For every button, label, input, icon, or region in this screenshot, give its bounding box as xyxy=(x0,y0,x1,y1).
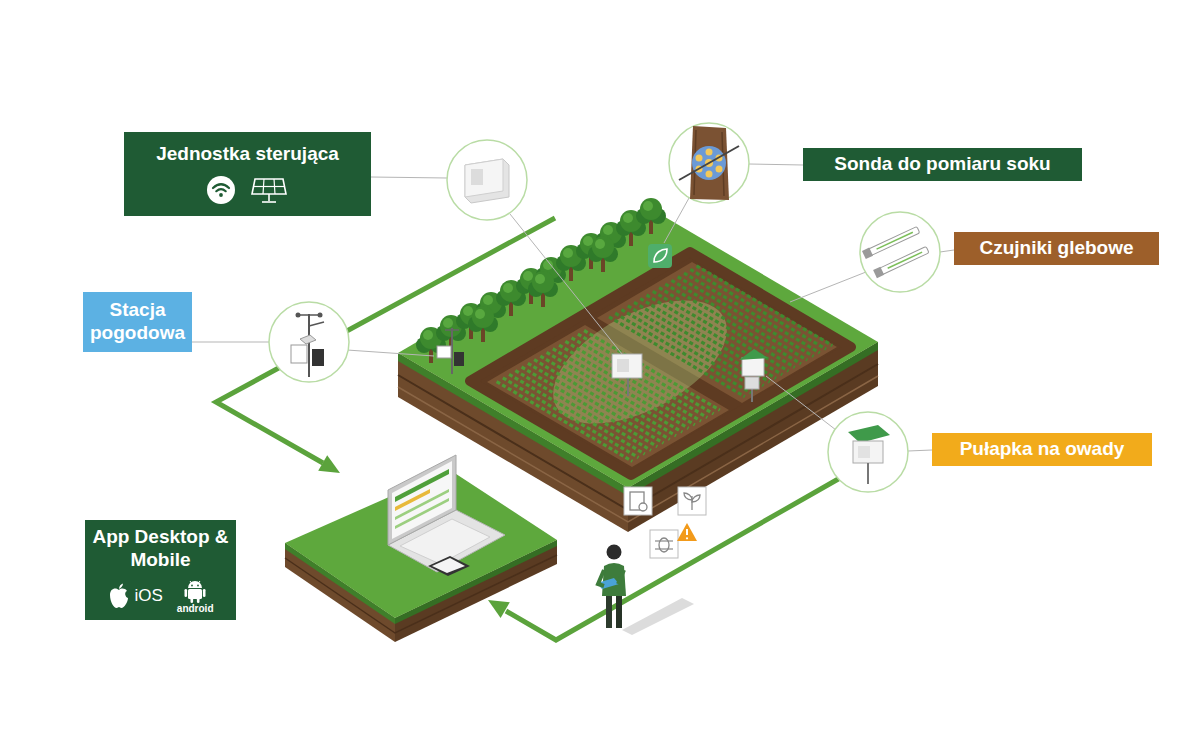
box-label: Czujniki glebowe xyxy=(979,237,1133,260)
sap-probe-box: Sonda do pomiaru soku xyxy=(803,148,1082,181)
android-icon xyxy=(182,578,208,604)
soil-sensor-box: Czujniki glebowe xyxy=(954,232,1159,265)
alert-icons xyxy=(624,487,706,558)
control-unit-box: Jednostka sterująca xyxy=(124,132,371,216)
android-logo xyxy=(182,578,208,604)
weather-station-box: Stacja pogodowa xyxy=(83,292,192,352)
box-label: Stacja pogodowa xyxy=(89,299,186,345)
box-label: Jednostka sterująca xyxy=(156,143,339,166)
ios-badge: iOS xyxy=(107,582,162,610)
platform-row: iOS android xyxy=(107,578,213,614)
field-block xyxy=(398,198,878,532)
farmer-figure xyxy=(597,545,694,636)
box-label: App Desktop & Mobile xyxy=(91,526,230,572)
platform-label: android xyxy=(177,604,214,614)
callout-circle xyxy=(269,302,349,382)
connectivity-icons xyxy=(206,175,290,205)
field-devices xyxy=(437,244,768,402)
callout-circle xyxy=(860,212,940,292)
connectivity-icons xyxy=(206,175,290,205)
box-label: Sonda do pomiaru soku xyxy=(834,153,1050,176)
app-box: App Desktop & Mobile iOS android xyxy=(85,520,236,620)
box-label: Pułapka na owady xyxy=(960,438,1125,461)
app-platform xyxy=(285,455,557,642)
platform-label: iOS xyxy=(134,586,162,606)
callout-circle xyxy=(828,412,908,492)
android-badge: android xyxy=(177,578,214,614)
callout-circle xyxy=(669,123,749,203)
apple-logo xyxy=(107,582,131,610)
insect-trap-box: Pułapka na owady xyxy=(932,433,1152,466)
callout-circle xyxy=(447,140,527,220)
apple-icon xyxy=(107,582,131,610)
